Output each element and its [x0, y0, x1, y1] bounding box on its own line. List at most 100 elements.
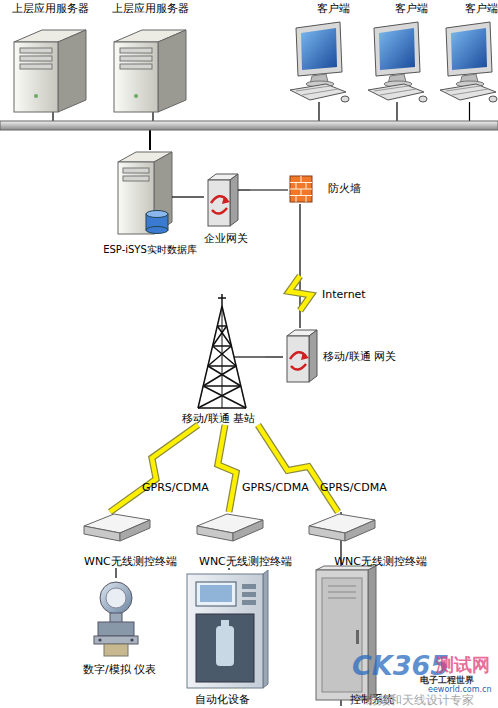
instrument-icon-part — [98, 622, 134, 636]
node-label: WNC无线测控终端 — [334, 555, 427, 568]
base-station-tower-part — [221, 294, 223, 306]
wnc-terminal-icon — [84, 514, 150, 541]
connector-line — [150, 102, 397, 150]
node-box: 客户端 — [366, 2, 428, 102]
connector — [116, 568, 117, 578]
firewall-icon-part — [301, 189, 302, 196]
gateway-icon-part — [230, 174, 238, 226]
database-server-icon-part — [123, 168, 149, 173]
database-server-icon — [118, 152, 200, 234]
wnc-terminal-icon-part — [197, 526, 233, 541]
watermark-text: eeworld.com.cn — [428, 686, 492, 694]
client-pc-icon-part — [380, 89, 416, 95]
client-pc-icon-part — [302, 89, 338, 95]
instrument-icon-part — [106, 588, 126, 608]
node-label: 移动/联通 网关 — [323, 350, 396, 363]
automation-device-icon-part — [242, 584, 256, 589]
node-label: 客户端 — [395, 2, 428, 15]
node-box: 自动化设备 — [183, 570, 268, 706]
node-label: 上层应用服务器 — [112, 2, 189, 15]
connector — [258, 425, 338, 512]
connector-line — [115, 568, 116, 578]
connector — [150, 102, 470, 150]
database-server-icon-part — [146, 227, 168, 234]
server-icon-part — [14, 42, 58, 112]
connector — [110, 425, 198, 512]
connector — [289, 204, 311, 328]
watermark-text: CK365 — [352, 652, 449, 679]
server-icon-part — [34, 94, 38, 98]
node-box: 移动/联通 基站 — [180, 303, 265, 425]
client-pc-icon-part — [374, 86, 408, 91]
database-server-icon-part — [123, 176, 149, 181]
lightning-bolt — [110, 425, 198, 512]
base-station-tower-part — [198, 407, 246, 409]
node-label: ESP-iSYS实时数据库 — [100, 243, 200, 256]
server-icon-part — [58, 30, 86, 112]
client-pc-icon-part — [451, 28, 487, 70]
wnc-terminal-icon — [197, 514, 263, 541]
control-cabinet-icon-part — [328, 586, 356, 587]
server-icon-part — [120, 64, 152, 69]
gateway-icon-part — [309, 330, 317, 382]
wnc-terminal-icon-part — [309, 526, 345, 541]
node-box: 客户端 — [441, 2, 498, 102]
automation-device-icon-part — [221, 620, 229, 628]
automation-device-icon-part — [196, 582, 236, 606]
server-icon-part — [20, 56, 52, 61]
gateway-icon-part — [222, 196, 230, 204]
gateway-icon-part — [287, 336, 309, 382]
control-cabinet-icon-part — [316, 570, 368, 700]
base-station-tower-part — [213, 345, 232, 347]
node-box: 控制系统 — [312, 566, 394, 706]
client-pc-icon-part — [374, 22, 420, 76]
node-label: 客户端 — [465, 2, 498, 15]
edge-label: GPRS/CDMA — [320, 481, 387, 494]
node-label: 上层应用服务器 — [12, 2, 89, 15]
node-label: WNC无线测控终端 — [199, 555, 292, 568]
firewall-icon — [290, 176, 312, 202]
edge-label: GPRS/CDMA — [242, 481, 309, 494]
base-station-tower — [198, 294, 265, 408]
connector — [150, 102, 397, 150]
control-cabinet-icon-part — [328, 592, 356, 593]
client-pc-icon-part — [446, 22, 492, 76]
wnc-terminal-icon-part — [233, 520, 263, 541]
server-icon-part — [134, 94, 138, 98]
base-station-tower-part — [217, 325, 226, 327]
instrument-icon-part — [94, 636, 138, 644]
connector — [250, 190, 288, 191]
client-pc-icon — [440, 22, 497, 102]
gateway-icon — [208, 174, 250, 226]
network-bus — [0, 121, 498, 130]
server-icon-part — [158, 30, 186, 112]
connector-line — [228, 568, 229, 570]
node-box: 上层应用服务器 — [8, 2, 98, 112]
wnc-terminal-icon-part — [120, 520, 150, 541]
server-icon-part — [20, 48, 52, 53]
base-station-tower-part — [213, 326, 227, 346]
node-box: ESP-iSYS实时数据库 — [100, 150, 200, 256]
firewall-icon-part — [296, 183, 297, 190]
gateway-icon-part — [291, 364, 306, 370]
firewall-icon-part — [290, 176, 312, 202]
lightning-outline — [110, 425, 198, 512]
wnc-terminal-icon — [309, 514, 375, 541]
wnc-terminal-icon-part — [84, 526, 120, 541]
wnc-terminal-icon-part — [345, 520, 375, 541]
connector-line — [250, 189, 288, 190]
watermark-text: 测试网 — [436, 656, 490, 674]
node-label: 客户端 — [317, 2, 350, 15]
gateway-icon-part — [208, 180, 230, 226]
connector — [229, 568, 230, 570]
client-pc-icon-part — [452, 89, 488, 95]
client-pc-icon — [368, 22, 427, 102]
lightning-bolt — [218, 425, 236, 512]
client-pc-icon-part — [419, 96, 427, 102]
node-box: 移动/联通 网关 — [283, 328, 408, 390]
client-pc-icon-part — [379, 28, 415, 70]
gateway-icon — [287, 330, 317, 382]
connector — [200, 197, 204, 198]
